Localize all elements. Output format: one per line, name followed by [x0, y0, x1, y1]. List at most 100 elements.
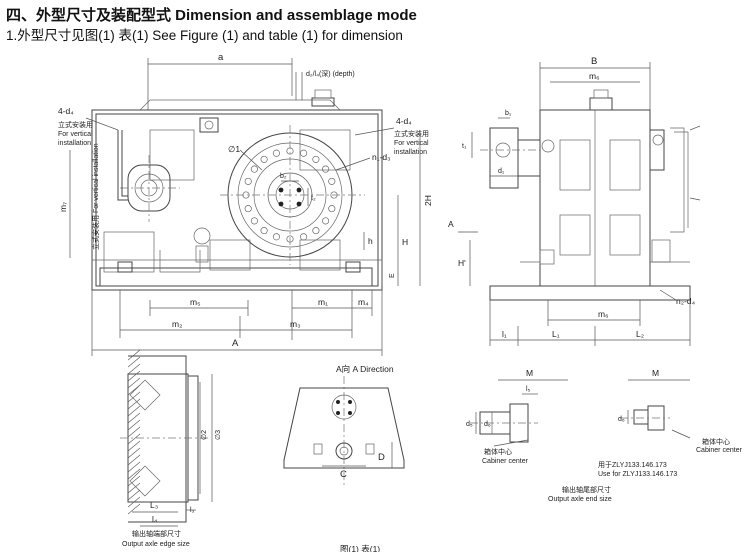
flange-bolt-hole: [328, 177, 336, 185]
output-axle-end-right: M d₆ 箱体中心 Cabiner center 用于ZLYJ133.146.1…: [598, 368, 743, 478]
flange-bolt-hole: [300, 233, 308, 241]
left-vertical-note-cn: 立式安装用: [58, 120, 93, 129]
phi1-label: ∅1: [228, 144, 240, 154]
dim-m3-label: m₃: [290, 319, 301, 329]
dim-l4-label: l₄: [152, 514, 158, 524]
hatch-line: [127, 356, 141, 368]
front-body-outline: [91, 109, 383, 291]
hatch-line: [127, 349, 141, 361]
dim-h-small-label: h: [368, 236, 373, 246]
hatch-line: [127, 398, 141, 410]
dim-e-label: E: [389, 273, 396, 278]
dim-m2-label: m₂: [172, 319, 182, 329]
dim-d-label: D: [378, 452, 385, 463]
dim-t1-label: t₁: [462, 143, 467, 150]
dim-phi3-label: ∅3: [215, 430, 222, 440]
left-vertical-note-en1: For vertical: [58, 131, 93, 138]
end-left-center-cn: 箱体中心: [484, 447, 512, 456]
edge-caption-cn: 输出轴端部尺寸: [132, 529, 181, 538]
hatch-line: [127, 426, 141, 438]
hatch-line: [127, 377, 141, 389]
end-caption-en: Output axle end size: [548, 496, 612, 503]
dim-a-label: a: [218, 52, 224, 63]
dim-b-label: B: [591, 56, 597, 67]
hatch-line: [127, 489, 141, 501]
breather-boss: [199, 117, 219, 133]
n1-d3-label: n₁-d₃: [372, 152, 391, 162]
flange-bolt-hole: [272, 233, 280, 241]
dim-2h-label: 2H: [423, 195, 433, 206]
flange-bolt-holes: [242, 147, 338, 243]
a-direction-view: A向 A Direction C D: [283, 364, 405, 488]
dim-d1-label: d₁: [498, 168, 505, 175]
b2-label: b₂: [280, 173, 287, 180]
front-view: a d₂/l₄(深) (depth) 4-d₄ 立式安装用 For vertic…: [58, 52, 433, 356]
output-axle-end-left: M l₅ d₅ d₆ 箱体中心 Cabiner center: [466, 368, 568, 465]
end-right-center-en: Cabiner center: [696, 447, 743, 454]
end-left-l5-label: l₅: [526, 386, 531, 393]
hatch-line: [127, 440, 141, 452]
dim-m4-label: m₄: [358, 297, 369, 307]
hatch-line: [127, 419, 141, 431]
end-left-m-label: M: [526, 368, 533, 378]
section-subtitle: 1.外型尺寸见图(1) 表(1) See Figure (1) and tabl…: [6, 28, 403, 43]
hatch-line: [127, 370, 141, 382]
dim-m6-top-label: m₆: [589, 71, 600, 81]
side-vertical-note: 立式安装用 For vertical installation: [91, 143, 100, 250]
hatch-line: [127, 447, 141, 459]
dim-d2-l4-label: d₂/l₄(深) (depth): [306, 69, 355, 78]
flange-bolt-hole: [312, 227, 320, 235]
end-right-m-label: M: [652, 368, 659, 378]
end-right-use-cn: 用于ZLYJ133.146.173: [598, 461, 667, 469]
flange-bolt-hole: [300, 149, 308, 157]
dim-phi2-label: ∅2: [201, 430, 208, 440]
dim-h-prime-label: H': [458, 258, 466, 268]
dim-L1-label: L₁: [552, 329, 560, 339]
end-left-center-en: Cabiner center: [482, 458, 529, 465]
hatch-line: [127, 496, 141, 508]
dim-m7-label: m₇: [58, 202, 68, 212]
dim-c-label: C: [340, 469, 347, 480]
hatch-line: [127, 503, 141, 515]
hatch-line: [127, 363, 141, 375]
hatch-line: [127, 405, 141, 417]
hatch-line: [127, 454, 141, 466]
hatch-line: [127, 391, 141, 403]
t2-label: t₂: [311, 195, 316, 202]
flange-bolt-hole: [244, 205, 252, 213]
dim-L2-label: L₂: [636, 329, 644, 339]
end-caption-cn: 输出轴尾部尺寸: [562, 485, 611, 494]
right-vertical-note-cn: 立式安装用: [394, 129, 429, 138]
section-hatching: [127, 349, 141, 515]
dim-b1-label: b₁: [505, 110, 512, 117]
flange-bolt-hole: [328, 205, 336, 213]
hatch-line: [127, 475, 141, 487]
dim-l3-small-label: l₃: [190, 507, 195, 514]
flange-bolt-hole: [250, 165, 258, 173]
side-view: B m₆ b₁ t₁ d₁ A H' n₂-d₄ m₆: [448, 56, 701, 346]
dim-L3-label: L₃: [150, 500, 158, 510]
right-vertical-note-en2: installation: [394, 149, 427, 156]
dim-h-label: H: [402, 237, 408, 247]
flange-bolt-hole: [322, 165, 330, 173]
end-left-d5-label: d₅: [466, 421, 473, 428]
dim-l1-label: l₁: [502, 329, 507, 339]
hatch-line: [127, 482, 141, 494]
flange-bolt-hole: [272, 149, 280, 157]
hatch-line: [127, 468, 141, 480]
front-base: [99, 267, 373, 287]
dim-a-big-label: A: [232, 338, 239, 349]
dim-m1-label: m₁: [318, 297, 328, 307]
left-4d4-label: 4-d₄: [58, 106, 74, 116]
a-direction-arrow-label: A: [448, 219, 454, 229]
output-axle-edge-view: ∅2 ∅3 L₃ l₄ l₃ 输出轴端部尺寸 Output axle edge …: [120, 349, 222, 548]
dim-m6-bottom-label: m₆: [598, 309, 609, 319]
a-direction-label: A向 A Direction: [336, 364, 394, 374]
vent-cap: [311, 97, 335, 107]
footer-partial-caption: 图(1) 表(1): [340, 544, 380, 552]
flange-bolt-hole: [250, 217, 258, 225]
hatch-line: [127, 433, 141, 445]
section-title: 四、外型尺寸及装配型式 Dimension and assemblage mod…: [6, 7, 417, 24]
